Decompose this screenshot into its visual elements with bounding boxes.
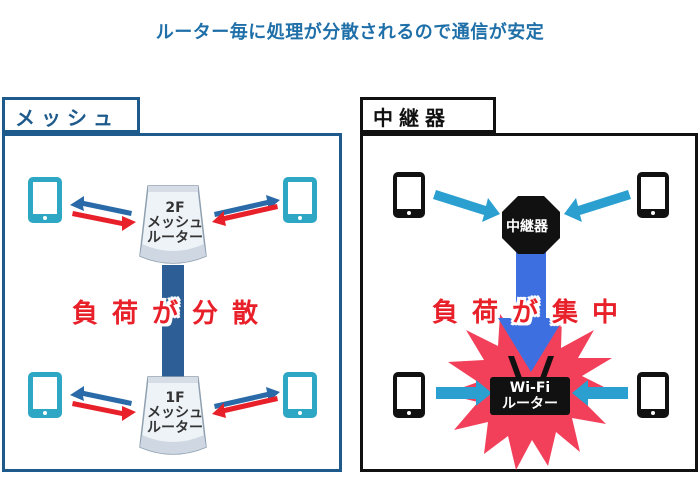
repeater-tablet-top-right-icon	[637, 172, 669, 218]
repeater-tablet-bottom-right-icon	[637, 372, 669, 418]
repeater-load-label: 負荷が集中	[432, 298, 633, 328]
repeater-tablet-top-left-icon	[393, 172, 425, 218]
mesh-arrows-top-right	[212, 195, 280, 226]
wifi-router-line1: Wi-Fi	[509, 380, 551, 396]
repeater-arrow-bottom-right	[572, 380, 628, 406]
mesh-section-tab: メッシュ	[2, 97, 140, 133]
mesh-backbone-link	[162, 265, 184, 380]
wifi-router-label: Wi-Fi ルーター	[490, 380, 570, 412]
router-2f-floor: 2F	[165, 200, 185, 216]
mesh-load-label: 負荷が分散	[72, 299, 273, 329]
router-2f-kind: ルーター	[147, 230, 203, 246]
mesh-tablet-bottom-right-icon	[283, 372, 317, 418]
mesh-tablet-bottom-left-icon	[28, 372, 62, 418]
mesh-arrows-bottom-right	[212, 387, 280, 418]
repeater-arrow-bottom-left	[436, 380, 492, 406]
repeater-panel	[360, 133, 698, 472]
router-1f-kind: ルーター	[147, 420, 203, 436]
router-2f-type: メッシュ	[147, 215, 203, 231]
router-1f-floor: 1F	[165, 390, 185, 406]
mesh-panel	[2, 133, 342, 472]
wifi-router-line2: ルーター	[502, 396, 558, 412]
repeater-tablet-bottom-left-icon	[393, 372, 425, 418]
mesh-tablet-top-right-icon	[283, 177, 317, 223]
mesh-router-1f-label: 1F メッシュ ルーター	[140, 391, 210, 436]
mesh-router-2f-label: 2F メッシュ ルーター	[140, 201, 210, 246]
mesh-arrows-bottom-left	[70, 386, 136, 421]
repeater-node-icon	[502, 196, 560, 254]
mesh-arrows-top-left	[70, 196, 136, 231]
router-1f-type: メッシュ	[147, 405, 203, 421]
mesh-tablet-top-left-icon	[28, 177, 62, 223]
wifi-router-icon	[490, 356, 570, 415]
repeater-section-tab: 中継器	[360, 97, 496, 133]
page-title: ルーター毎に処理が分散されるので通信が安定	[155, 22, 545, 43]
repeater-arrow-top-right	[564, 190, 631, 222]
repeater-arrow-top-left	[433, 190, 500, 222]
repeater-node-label: 中継器	[506, 219, 548, 235]
